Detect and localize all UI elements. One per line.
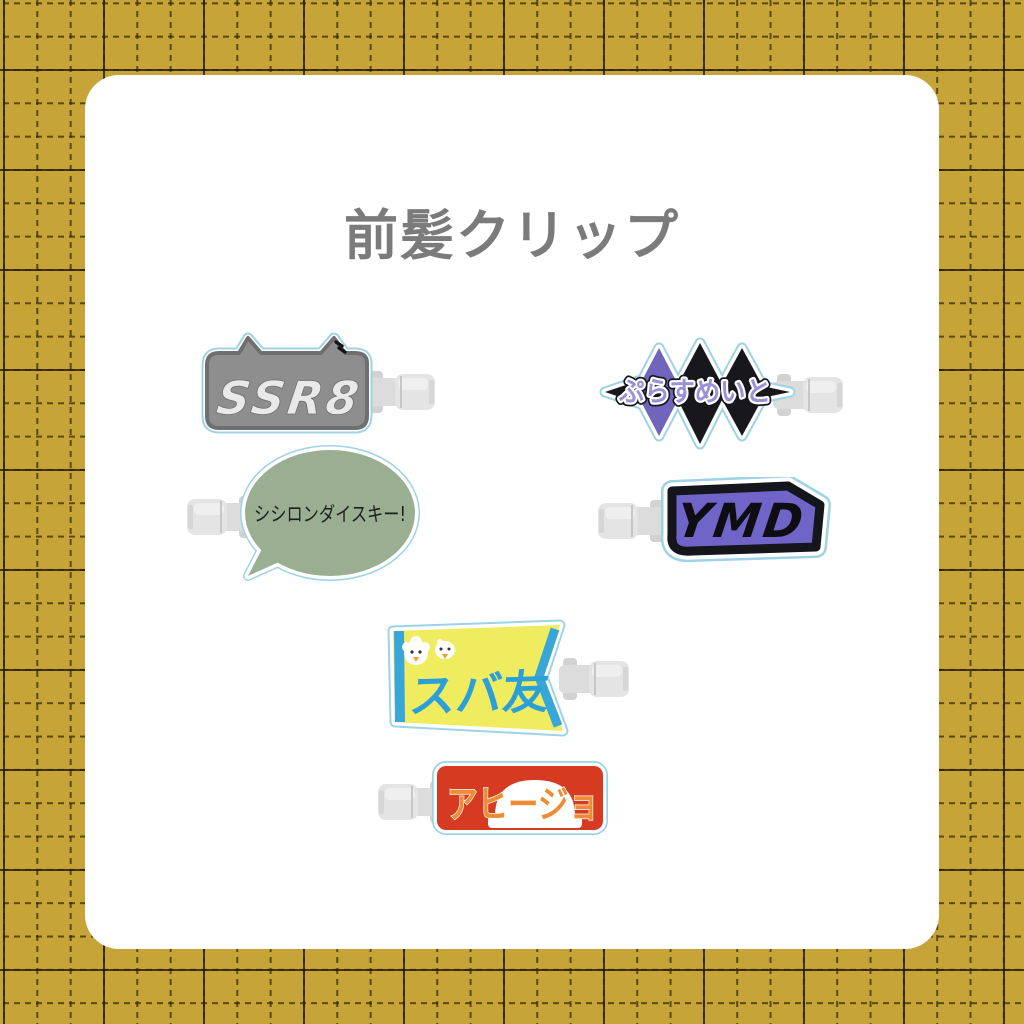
page-title: 前髪クリップ: [344, 206, 680, 266]
product-card: 前髪クリップ SSR8: [85, 75, 939, 949]
hair-clip-arm: [558, 657, 630, 701]
plusmate-label: ぷらすめいと: [618, 377, 771, 408]
hair-clip-arm: [364, 370, 436, 414]
mascot-icons: [402, 636, 455, 665]
speech-bubble-shape: [240, 445, 420, 581]
clip-item-ymd: YMD: [597, 477, 831, 563]
ymd-badge-shape: [660, 477, 831, 563]
hair-clip-arm: [597, 499, 669, 543]
clip-item-ahijo: アヒージョ: [377, 761, 608, 835]
plusmate-label-outline: ぷらすめいと: [618, 377, 771, 408]
pennant-right-stripe: [534, 627, 563, 728]
plusmate-badge-shape: [599, 337, 796, 450]
clip-item-shishiron: シシロンダイスキー!: [186, 445, 420, 581]
claw-marks-icon: [334, 340, 347, 354]
ymd-label: YMD: [673, 494, 809, 549]
pot-icon: [488, 780, 582, 828]
ahijo-label: アヒージョ: [447, 783, 599, 826]
pennant-left-stripe: [394, 630, 405, 723]
suba-tomo-label: スバ友: [407, 665, 551, 724]
clip-item-suba-tomo: スバ友: [387, 619, 630, 737]
clip-item-plusmate: ぷらすめいと ぷらすめいと: [599, 337, 844, 450]
shishiron-label: シシロンダイスキー!: [254, 502, 406, 526]
ssr8-badge-shape: [201, 332, 373, 434]
ssr8-label: SSR8: [213, 371, 365, 425]
clip-item-ssr8: SSR8: [201, 332, 436, 434]
